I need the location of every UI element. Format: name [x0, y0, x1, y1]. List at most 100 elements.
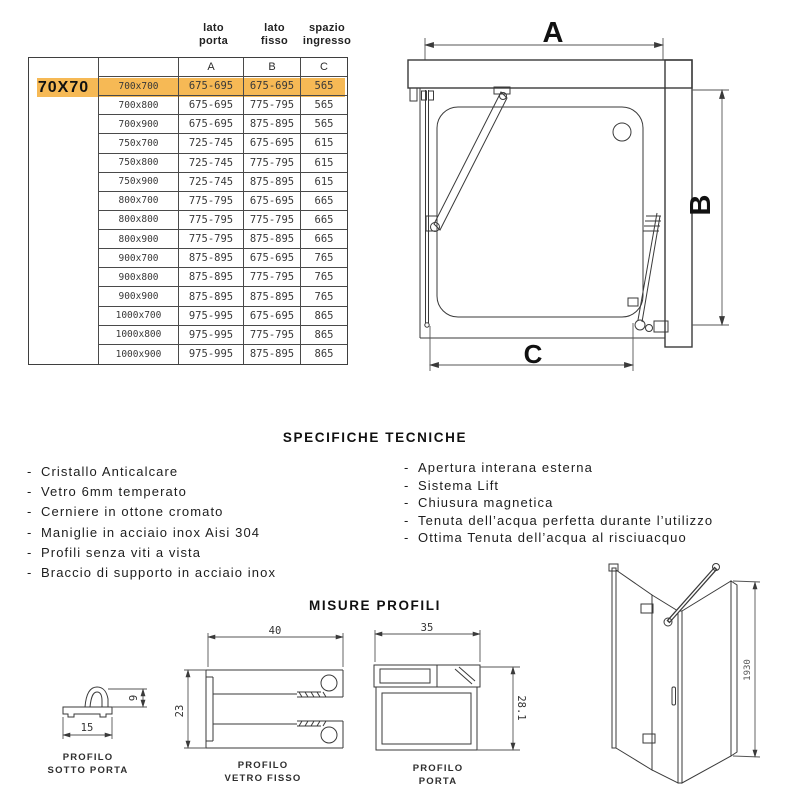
- table-cell-size: 800x700: [99, 191, 179, 211]
- bullet-dash: -: [27, 504, 33, 520]
- spec-text: Sistema Lift: [418, 477, 500, 493]
- table-cell-a: 975-995: [179, 344, 244, 364]
- table-header-letter: A: [179, 58, 244, 77]
- bullet-dash: -: [27, 524, 33, 540]
- profile-label-line: VETRO FISSO: [224, 773, 302, 784]
- col-header-lato-porta: lato porta: [181, 22, 246, 48]
- table-cell-a: 675-695: [179, 115, 244, 135]
- table-cell-a: 775-795: [179, 210, 244, 231]
- col-header-line: fisso: [260, 35, 289, 47]
- spec-text: Cristallo Anticalcare: [41, 464, 179, 479]
- table-cell-c: 865: [301, 307, 347, 326]
- profile-sotto-porta-label: PROFILO SOTTO PORTA: [33, 751, 143, 777]
- door-glass-panel: [615, 569, 653, 771]
- table-cell-b: 775-795: [244, 96, 301, 116]
- table-cell-a: 725-745: [179, 172, 244, 192]
- spec-item: -Sistema Lift: [404, 477, 794, 495]
- spec-text: Ottima Tenuta dell’acqua al risciuacquo: [418, 530, 687, 546]
- profile-label-line: PROFILO: [412, 763, 464, 774]
- table-cell-size: 700x700: [99, 77, 179, 97]
- fixed-glass-panel: [681, 580, 732, 784]
- table-cell-c: 615: [301, 134, 347, 154]
- table-header-letter: B: [244, 58, 301, 77]
- bullet-dash: -: [404, 530, 410, 546]
- profiles-title: MISURE PROFILI: [309, 598, 441, 613]
- bullet-dash: -: [27, 484, 33, 500]
- plan-dim-a-label: A: [543, 17, 564, 49]
- table-cell-size: 750x900: [99, 172, 179, 192]
- spec-text: Cerniere in ottone cromato: [41, 504, 224, 520]
- profile-porta-drawing: 35 28.1: [373, 622, 527, 751]
- spec-text: Maniglie in acciaio inox Aisi 304: [41, 524, 261, 540]
- table-cell-a: 725-745: [179, 134, 244, 154]
- table-cell-b: 675-695: [244, 77, 301, 97]
- table-cell-size: 1000x900: [99, 344, 179, 364]
- table-cell-a: 775-795: [179, 230, 244, 250]
- table-cell-c: 765: [301, 268, 347, 288]
- spec-item: -Apertura interana esterna: [404, 459, 794, 477]
- col-header-spazio-ingresso: spazio ingresso: [295, 22, 359, 48]
- table-cell-a: 975-995: [179, 325, 244, 345]
- table-cell-a: 875-895: [179, 287, 244, 307]
- table-cell-a: 975-995: [179, 306, 244, 326]
- spec-text: Chiusura magnetica: [418, 495, 554, 511]
- specs-title: SPECIFICHE TECNICHE: [282, 430, 468, 445]
- table-corner-label: 70X70: [29, 58, 99, 364]
- bullet-dash: -: [27, 565, 33, 581]
- table-cell-b: 875-895: [244, 344, 301, 364]
- table-cell-size: 800x800: [99, 210, 179, 231]
- profile-vetro-fisso-drawing: 40 23: [174, 625, 344, 749]
- door-handle: [671, 686, 676, 706]
- table-header-letter: C: [301, 58, 347, 77]
- plan-dim-b-label: B: [685, 195, 717, 216]
- table-cell-c: 615: [301, 154, 347, 173]
- table-cell-b: 875-895: [244, 115, 301, 135]
- table-cell-c: 765: [301, 287, 347, 307]
- bullet-dash: -: [404, 460, 410, 475]
- plan-view-drawing: A B: [407, 17, 729, 371]
- spec-item: -Cristallo Anticalcare: [27, 462, 357, 482]
- spec-item: -Cerniere in ottone cromato: [27, 502, 357, 522]
- isometric-enclosure-drawing: 1930: [608, 563, 761, 784]
- support-arm: [433, 91, 508, 231]
- col-header-line: ingresso: [302, 35, 352, 47]
- table-cell-a: 675-695: [179, 96, 244, 116]
- table-cell-b: 675-695: [244, 249, 301, 269]
- table-cell-c: 665: [301, 192, 347, 211]
- vetro-fisso-height-dim: 23: [174, 705, 186, 718]
- table-header-empty: [99, 58, 179, 77]
- table-cell-a: 675-695: [179, 77, 244, 97]
- table-cell-b: 875-895: [244, 287, 301, 307]
- col-header-line: spazio: [308, 22, 346, 34]
- spec-text: Profili senza viti a vista: [41, 544, 202, 560]
- porta-width-dim: 35: [421, 622, 434, 634]
- spec-item: -Braccio di supporto in acciaio inox: [27, 563, 357, 583]
- highlight-band: [37, 78, 345, 97]
- table-cell-a: 875-895: [179, 249, 244, 269]
- table-cell-b: 775-795: [244, 210, 301, 231]
- col-header-line: lato: [203, 22, 224, 34]
- table-cell-c: 565: [301, 115, 347, 135]
- spec-item: -Chiusura magnetica: [404, 494, 794, 512]
- profile-vetro-fisso-label: PROFILO VETRO FISSO: [208, 759, 318, 785]
- shower-tray-outline: [436, 106, 644, 318]
- table-cell-size: 900x800: [99, 268, 179, 288]
- table-cell-b: 775-795: [244, 153, 301, 173]
- profile-label-line: PROFILO: [237, 760, 289, 771]
- spec-text: Apertura interana esterna: [418, 460, 593, 475]
- col-header-lato-fisso: lato fisso: [246, 22, 303, 48]
- spec-text: Tenuta dell’acqua perfetta durante l’uti…: [418, 512, 714, 528]
- table-cell-a: 725-745: [179, 153, 244, 173]
- spec-item: -Maniglie in acciaio inox Aisi 304: [27, 523, 357, 543]
- table-cell-size: 700x900: [99, 115, 179, 135]
- table-cell-a: 775-795: [179, 191, 244, 211]
- iso-height-dim: 1930: [743, 659, 753, 681]
- spec-item: -Ottima Tenuta dell’acqua al risciuacquo: [404, 529, 794, 547]
- table-cell-size: 900x700: [99, 249, 179, 269]
- spec-text: Braccio di supporto in acciaio inox: [41, 565, 277, 581]
- table-cell-size: 1000x800: [99, 325, 179, 345]
- col-header-line: lato: [264, 22, 285, 34]
- table-cell-size: 900x900: [99, 287, 179, 307]
- table-cell-c: 565: [301, 77, 347, 97]
